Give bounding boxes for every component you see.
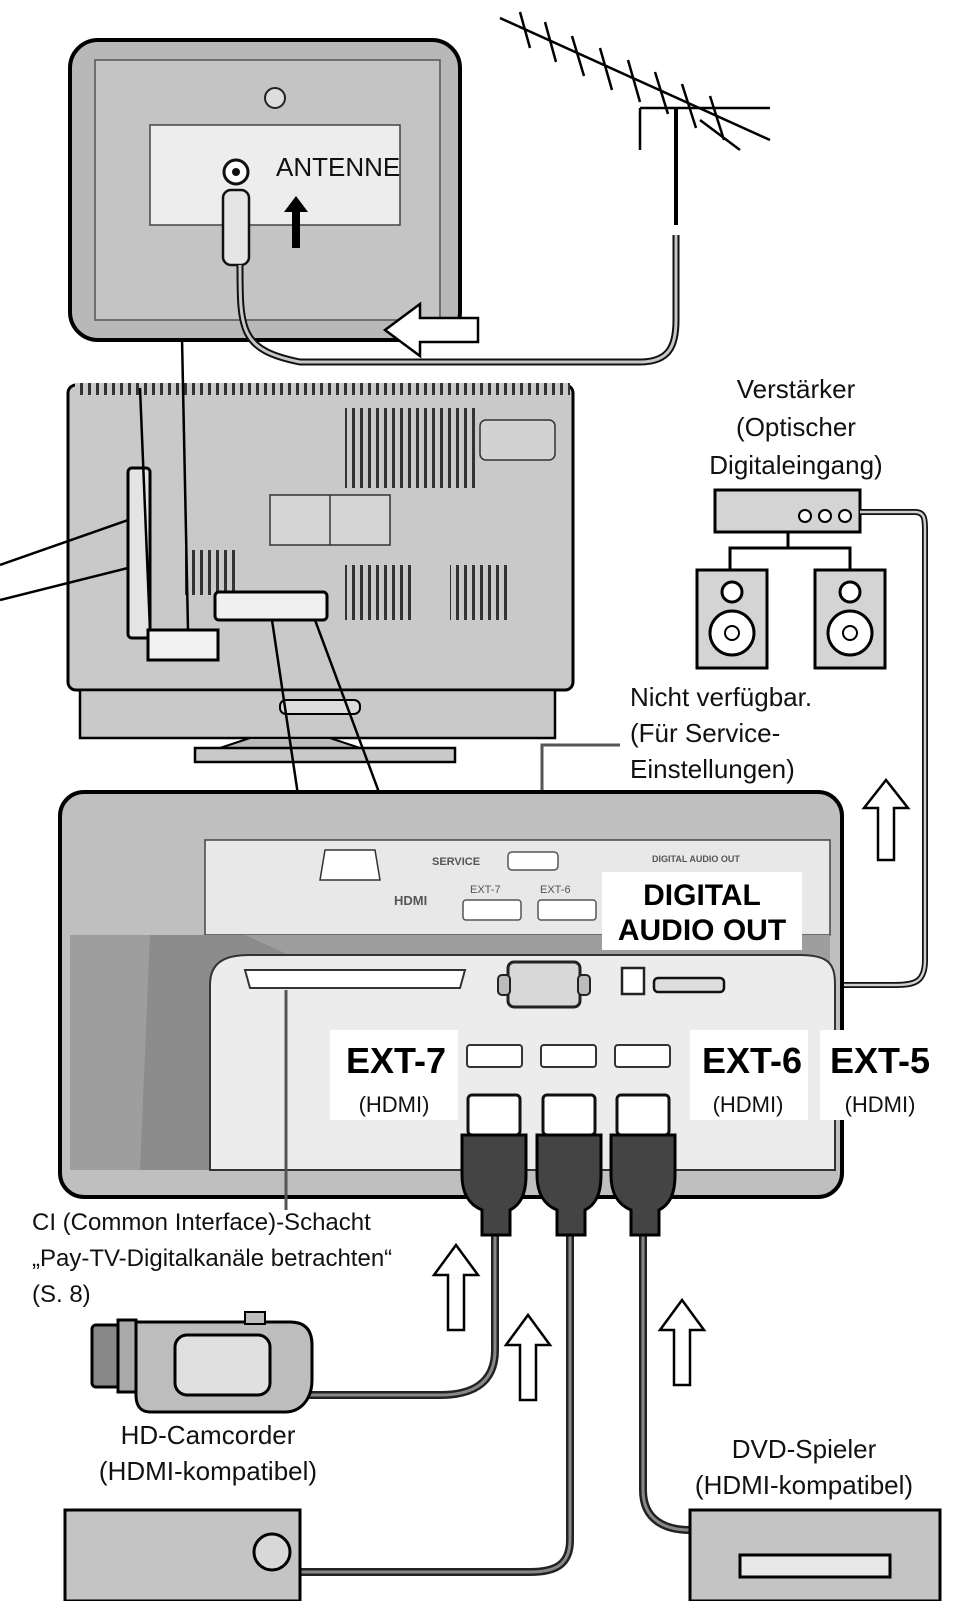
svg-text:EXT-6: EXT-6: [540, 884, 571, 896]
svg-text:DIGITAL AUDIO OUT: DIGITAL AUDIO OUT: [652, 854, 740, 864]
ext7-label: EXT-7: [346, 1040, 446, 1081]
ext6-hdmi-label: (HDMI): [713, 1092, 784, 1117]
amplifier-icon: [713, 488, 862, 570]
arrow-up-icon: [503, 1312, 553, 1402]
svg-text:SERVICE: SERVICE: [432, 856, 480, 868]
digital-audio-out-label: AUDIO OUT: [618, 914, 786, 947]
ext6-label: EXT-6: [702, 1040, 802, 1081]
ext5-label: EXT-5: [830, 1040, 930, 1081]
svg-text:(Für Service-: (Für Service-: [630, 718, 780, 748]
antenna-zoom-box: ANTENNE: [68, 38, 680, 366]
svg-text:DVD-Spieler: DVD-Spieler: [732, 1434, 877, 1464]
digital-audio-out-label: DIGITAL: [643, 879, 761, 912]
service-port-note: Nicht verfügbar. (Für Service- Einstellu…: [540, 682, 812, 960]
dvd-player-label: DVD-Spieler (HDMI-kompatibel): [695, 1434, 913, 1500]
arrow-up-icon: [284, 196, 308, 248]
svg-text:Verstärker: Verstärker: [737, 374, 856, 404]
svg-text:EXT-7: EXT-7: [470, 884, 501, 896]
svg-text:HD-Camcorder: HD-Camcorder: [121, 1420, 296, 1450]
svg-text:(S. 8): (S. 8): [32, 1281, 91, 1308]
antenna-icon: [499, 11, 771, 225]
svg-text:Nicht verfügbar.: Nicht verfügbar.: [630, 682, 812, 712]
svg-text:HDMI: HDMI: [394, 893, 427, 908]
camcorder-label: HD-Camcorder (HDMI-kompatibel): [99, 1420, 317, 1486]
speaker-icon: [695, 568, 887, 670]
arrow-up-icon: [431, 1242, 481, 1332]
terminal-zoom-panel: SERVICE DIGITAL AUDIO OUT HDMI EXT-7 EXT…: [58, 790, 844, 1199]
svg-text:(HDMI-kompatibel): (HDMI-kompatibel): [99, 1456, 317, 1486]
dvd-player-icon: [688, 1508, 942, 1601]
amplifier-label: Verstärker (Optischer Digitaleingang): [709, 374, 882, 480]
svg-text:„Pay-TV-Digitalkanäle betracht: „Pay-TV-Digitalkanäle betrachten“: [32, 1245, 392, 1272]
svg-text:CI (Common Interface)-Schacht: CI (Common Interface)-Schacht: [32, 1209, 371, 1236]
camcorder-icon: [90, 1311, 314, 1414]
recorder-icon: [63, 1508, 302, 1601]
tv-back-panel: [0, 337, 575, 796]
ext7-hdmi-label: (HDMI): [359, 1092, 430, 1117]
arrow-up-icon: [657, 1297, 707, 1387]
svg-text:Digitaleingang): Digitaleingang): [709, 450, 882, 480]
svg-text:(HDMI-kompatibel): (HDMI-kompatibel): [695, 1470, 913, 1500]
svg-text:(Optischer: (Optischer: [736, 412, 856, 442]
ci-slot-note: CI (Common Interface)-Schacht „Pay-TV-Di…: [32, 1209, 392, 1308]
antenne-label: ANTENNE: [276, 152, 400, 182]
arrow-left-icon: [382, 301, 480, 359]
hdmi-cables: [300, 1093, 691, 1576]
ext5-hdmi-label: (HDMI): [845, 1092, 916, 1117]
svg-text:Einstellungen): Einstellungen): [630, 754, 795, 784]
arrow-up-icon: [861, 777, 911, 862]
